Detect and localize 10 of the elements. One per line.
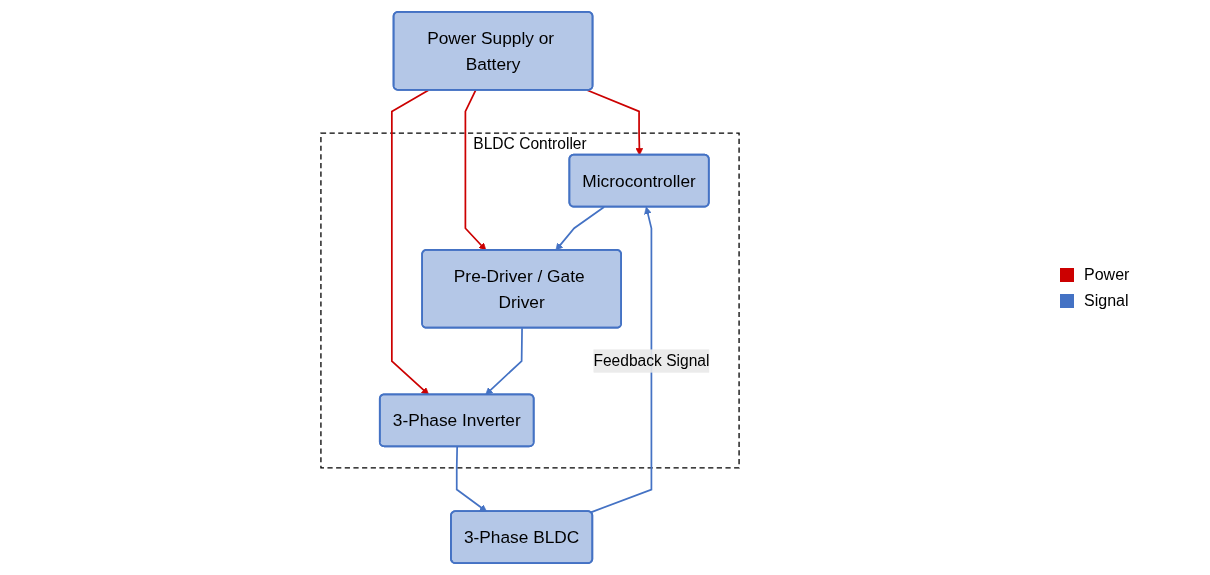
arrow <box>586 89 644 156</box>
legend-label: Power <box>1084 265 1130 284</box>
arrow <box>485 327 523 396</box>
legend-label: Signal <box>1084 291 1129 310</box>
arrow <box>455 445 487 512</box>
edge-label: Feedback Signal <box>593 351 710 370</box>
arrow <box>464 89 487 251</box>
arrow <box>390 89 430 396</box>
arrow <box>589 206 653 514</box>
arrow <box>555 206 605 251</box>
